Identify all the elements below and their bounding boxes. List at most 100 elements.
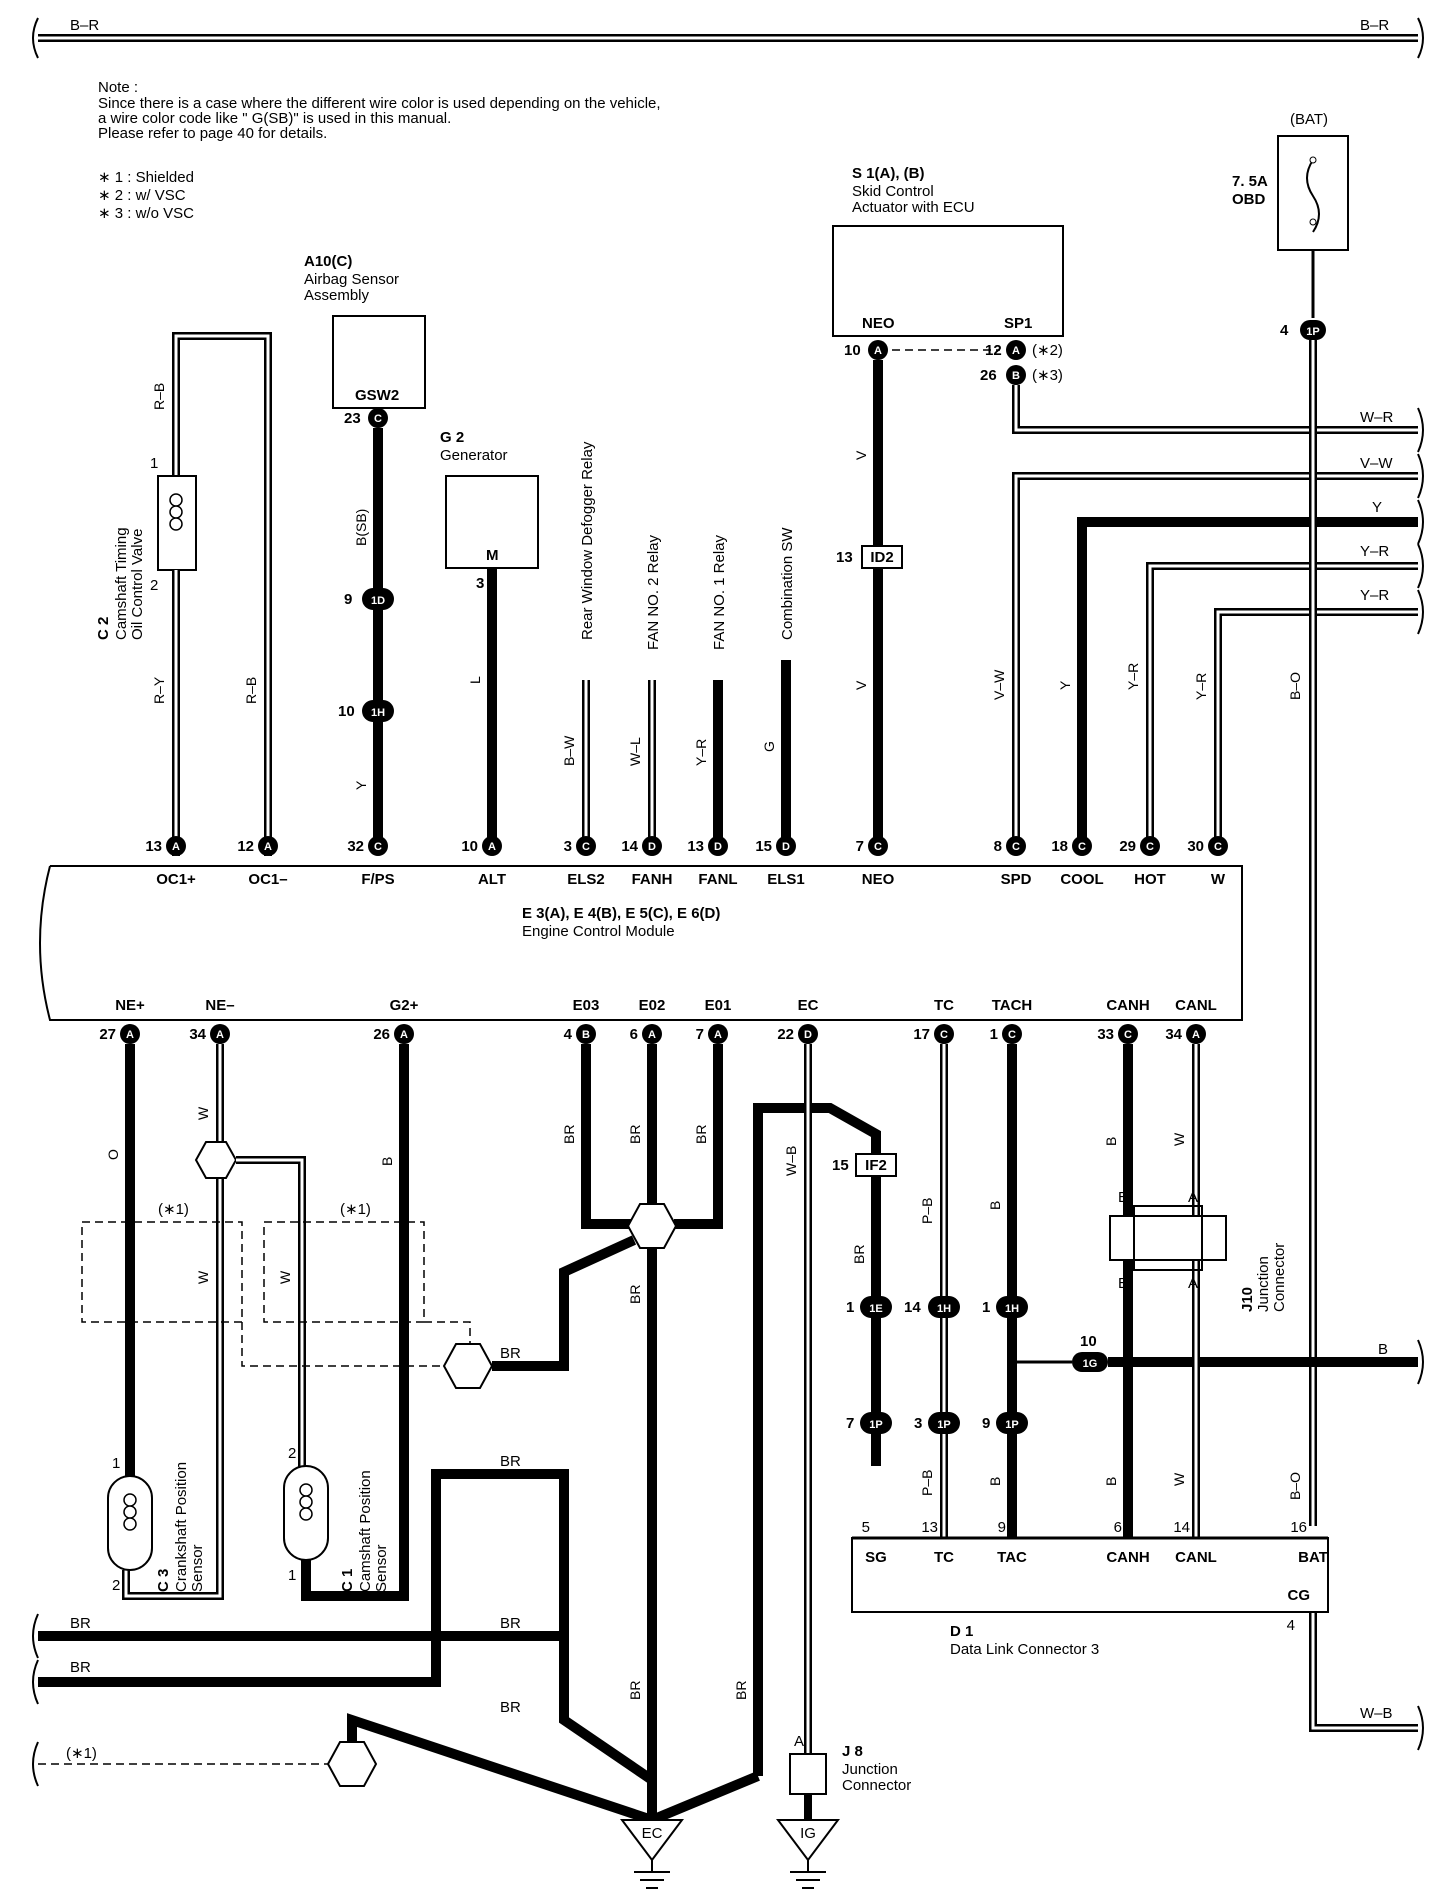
pin-conn: C <box>1078 841 1086 853</box>
pin-num: 12 <box>237 838 254 855</box>
pin-name: BAT <box>1298 1549 1328 1566</box>
pin-name: COOL <box>1060 871 1103 888</box>
ecm-bottom-pin: NE–A34 <box>189 997 235 1044</box>
wire-y: Y <box>353 780 369 790</box>
pin-num: 34 <box>189 1026 206 1043</box>
pin-name: OC1– <box>248 871 287 888</box>
pin-name: CANH <box>1106 997 1149 1014</box>
pin-name: EC <box>798 997 819 1014</box>
pin-num: 1 <box>150 455 158 472</box>
pin-num: 13 <box>921 1519 938 1536</box>
pin-num: 16 <box>1290 1519 1307 1536</box>
dlc-code: D 1 <box>950 1623 973 1640</box>
pin-num: 13 <box>687 838 704 855</box>
pin-num: 9 <box>982 1415 990 1432</box>
skid-control-actuator: S 1(A), (B) Skid Control Actuator with E… <box>832 165 1064 351</box>
wire-g: G <box>761 741 777 752</box>
wire-b: B <box>987 1477 1003 1486</box>
relay-fan1: FAN NO. 1 Relay <box>711 534 728 650</box>
wire-br: BR <box>627 1681 643 1700</box>
pin-name: NE+ <box>115 997 145 1014</box>
wire-br: BR <box>733 1681 749 1700</box>
pin-name: CANL <box>1175 997 1217 1014</box>
valve-name-2: Oil Control Valve <box>129 529 146 640</box>
pin-num: 4 <box>1287 1617 1295 1634</box>
pin-num: 10 <box>338 703 355 720</box>
wire-ry: R–Y <box>151 676 167 704</box>
skid-name-2: Actuator with ECU <box>852 199 975 216</box>
pin-num: 14 <box>1173 1519 1190 1536</box>
wire-wb: W–B <box>1360 1705 1393 1722</box>
fuse-name: OBD <box>1232 191 1266 208</box>
conn-1h: 1H <box>1005 1303 1019 1315</box>
pin-name: E01 <box>705 997 732 1014</box>
wire-l: L <box>467 676 483 684</box>
pin-num: 1 <box>990 1026 998 1043</box>
pin-conn: C <box>1008 1029 1016 1041</box>
crankshaft-position-sensor: 1 2 C 3 Crankshaft Position Sensor <box>107 1455 206 1594</box>
note-line-2: a wire color code like " G(SB)" is used … <box>98 110 451 127</box>
wire-vw: V–W <box>991 669 1007 700</box>
wire-br: BR <box>70 1659 91 1676</box>
star1-label: (∗1) <box>340 1201 371 1218</box>
fuse-icon <box>1306 159 1320 233</box>
pin-conn: A <box>264 841 272 853</box>
engine-control-module: E 3(A), E 4(B), E 5(C), E 6(D) Engine Co… <box>39 865 1243 1021</box>
pin-conn: B <box>582 1029 590 1041</box>
conn-if2: IF2 <box>865 1157 887 1174</box>
bus-label-left: B–R <box>70 17 99 34</box>
cam-name-1: Camshaft Position <box>357 1470 374 1592</box>
crank-name-2: Sensor <box>189 1544 206 1592</box>
pin-num: 1 <box>846 1299 854 1316</box>
wire-bo: B–O <box>1287 672 1303 700</box>
wire-y: Y <box>1057 680 1073 690</box>
conn-1p: 1P <box>1306 326 1319 338</box>
pin-num: 6 <box>630 1026 638 1043</box>
data-link-connector: D 1 Data Link Connector 3 <box>851 1536 1329 1658</box>
pin-name: E03 <box>573 997 600 1014</box>
star1-label: (∗1) <box>158 1201 189 1218</box>
skid-pin-markers: 10 A 12 A (∗2) 26 B (∗3) <box>844 340 1063 385</box>
wire-pb: P–B <box>919 1470 935 1496</box>
pin-conn: D <box>648 841 656 853</box>
ecm-bottom-pin: NE+A27 <box>99 997 145 1044</box>
wire-br: BR <box>561 1125 577 1144</box>
pin-conn: A <box>714 1029 722 1041</box>
pin-num: 17 <box>913 1026 930 1043</box>
pin-num: 5 <box>862 1519 870 1536</box>
ecm-bottom-pin-row: NE+A27NE–A34G2+A26E03B4E02A6E01A7ECD22TC… <box>99 997 1217 1044</box>
pin-name: TACH <box>992 997 1033 1014</box>
camshaft-position-sensor: 2 1 C 1 Camshaft Position Sensor <box>283 1445 390 1592</box>
wire-w: W <box>195 1270 211 1284</box>
pin-name: TC <box>934 997 954 1014</box>
pin-conn: A <box>172 841 180 853</box>
crank-name-1: Crankshaft Position <box>173 1462 190 1592</box>
gen-code: G 2 <box>440 429 464 446</box>
pin-num: 4 <box>1280 322 1289 339</box>
pin-num: 13 <box>836 549 853 566</box>
pin-num: 23 <box>344 410 361 427</box>
wire-w: W <box>1171 1132 1187 1146</box>
pin-num: 15 <box>755 838 772 855</box>
generator: G 2 Generator M 3 <box>440 429 539 592</box>
airbag-pin: GSW2 <box>355 387 399 404</box>
pin-num: 18 <box>1051 838 1068 855</box>
ecm-name: Engine Control Module <box>522 923 675 940</box>
pin-num: 13 <box>145 838 162 855</box>
note-line-1: Since there is a case where the differen… <box>98 95 661 112</box>
cam-name-2: Sensor <box>373 1544 390 1592</box>
pin-conn: C <box>874 841 882 853</box>
pin-num: 3 <box>914 1415 922 1432</box>
note-block: Note : Since there is a case where the d… <box>98 79 661 222</box>
pin-num: 2 <box>150 577 158 594</box>
conn-1p: 1P <box>937 1419 950 1431</box>
skid-code: S 1(A), (B) <box>852 165 925 182</box>
